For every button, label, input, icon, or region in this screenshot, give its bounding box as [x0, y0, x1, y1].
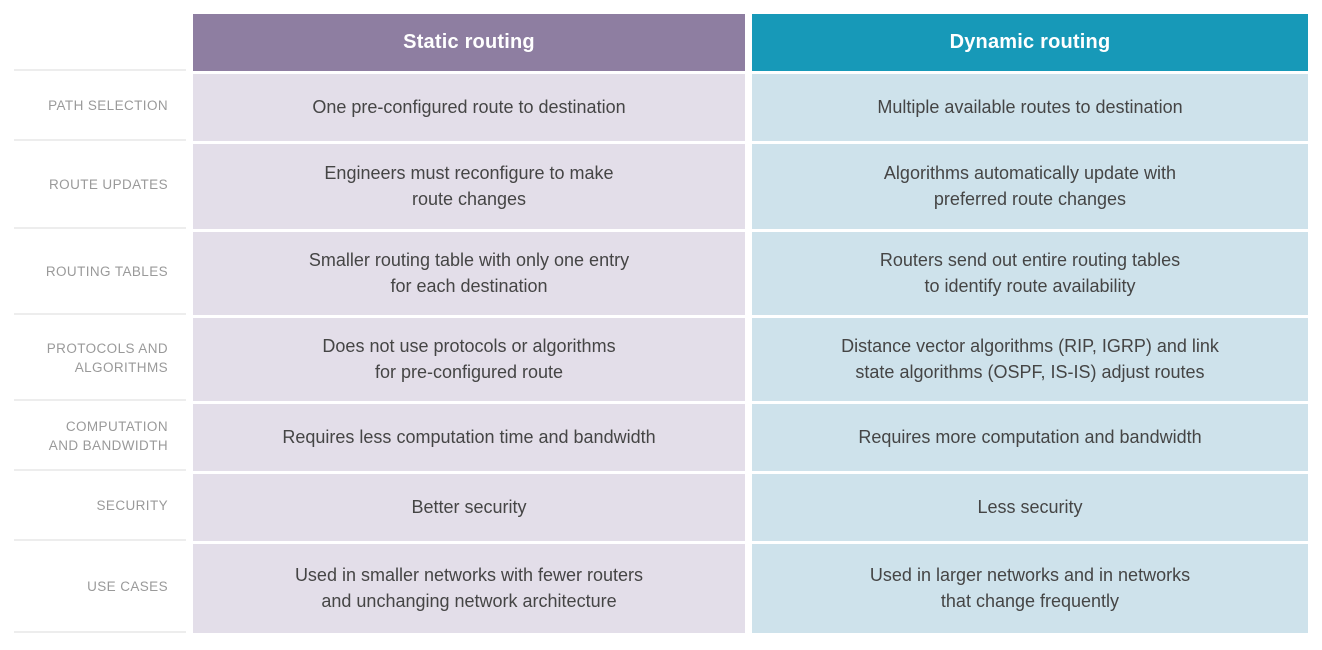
row-label-security: SECURITY — [14, 474, 186, 541]
cell-static-path-selection: One pre-configured route to destination — [193, 74, 745, 141]
cell-static-use-cases: Used in smaller networks with fewer rout… — [193, 544, 745, 633]
cell-static-route-updates: Engineers must reconfigure to make route… — [193, 144, 745, 229]
cell-static-routing-tables: Smaller routing table with only one entr… — [193, 232, 745, 315]
cell-static-computation-and-bandwidth: Requires less computation time and bandw… — [193, 404, 745, 471]
table-corner-spacer — [14, 14, 186, 71]
row-label-route-updates: ROUTE UPDATES — [14, 144, 186, 229]
cell-dynamic-path-selection: Multiple available routes to destination — [752, 74, 1308, 141]
row-label-use-cases: USE CASES — [14, 544, 186, 633]
row-label-path-selection: PATH SELECTION — [14, 74, 186, 141]
comparison-table: Static routing Dynamic routing PATH SELE… — [14, 14, 1308, 633]
cell-dynamic-use-cases: Used in larger networks and in networks … — [752, 544, 1308, 633]
cell-dynamic-computation-and-bandwidth: Requires more computation and bandwidth — [752, 404, 1308, 471]
cell-dynamic-protocols-and-algorithms: Distance vector algorithms (RIP, IGRP) a… — [752, 318, 1308, 401]
row-label-routing-tables: ROUTING TABLES — [14, 232, 186, 315]
cell-static-security: Better security — [193, 474, 745, 541]
row-label-protocols-and-algorithms: PROTOCOLS AND ALGORITHMS — [14, 318, 186, 401]
cell-static-protocols-and-algorithms: Does not use protocols or algorithms for… — [193, 318, 745, 401]
cell-dynamic-routing-tables: Routers send out entire routing tables t… — [752, 232, 1308, 315]
dynamic-routing-header: Dynamic routing — [752, 14, 1308, 71]
static-routing-header: Static routing — [193, 14, 745, 71]
cell-dynamic-route-updates: Algorithms automatically update with pre… — [752, 144, 1308, 229]
cell-dynamic-security: Less security — [752, 474, 1308, 541]
row-label-computation-and-bandwidth: COMPUTATION AND BANDWIDTH — [14, 404, 186, 471]
